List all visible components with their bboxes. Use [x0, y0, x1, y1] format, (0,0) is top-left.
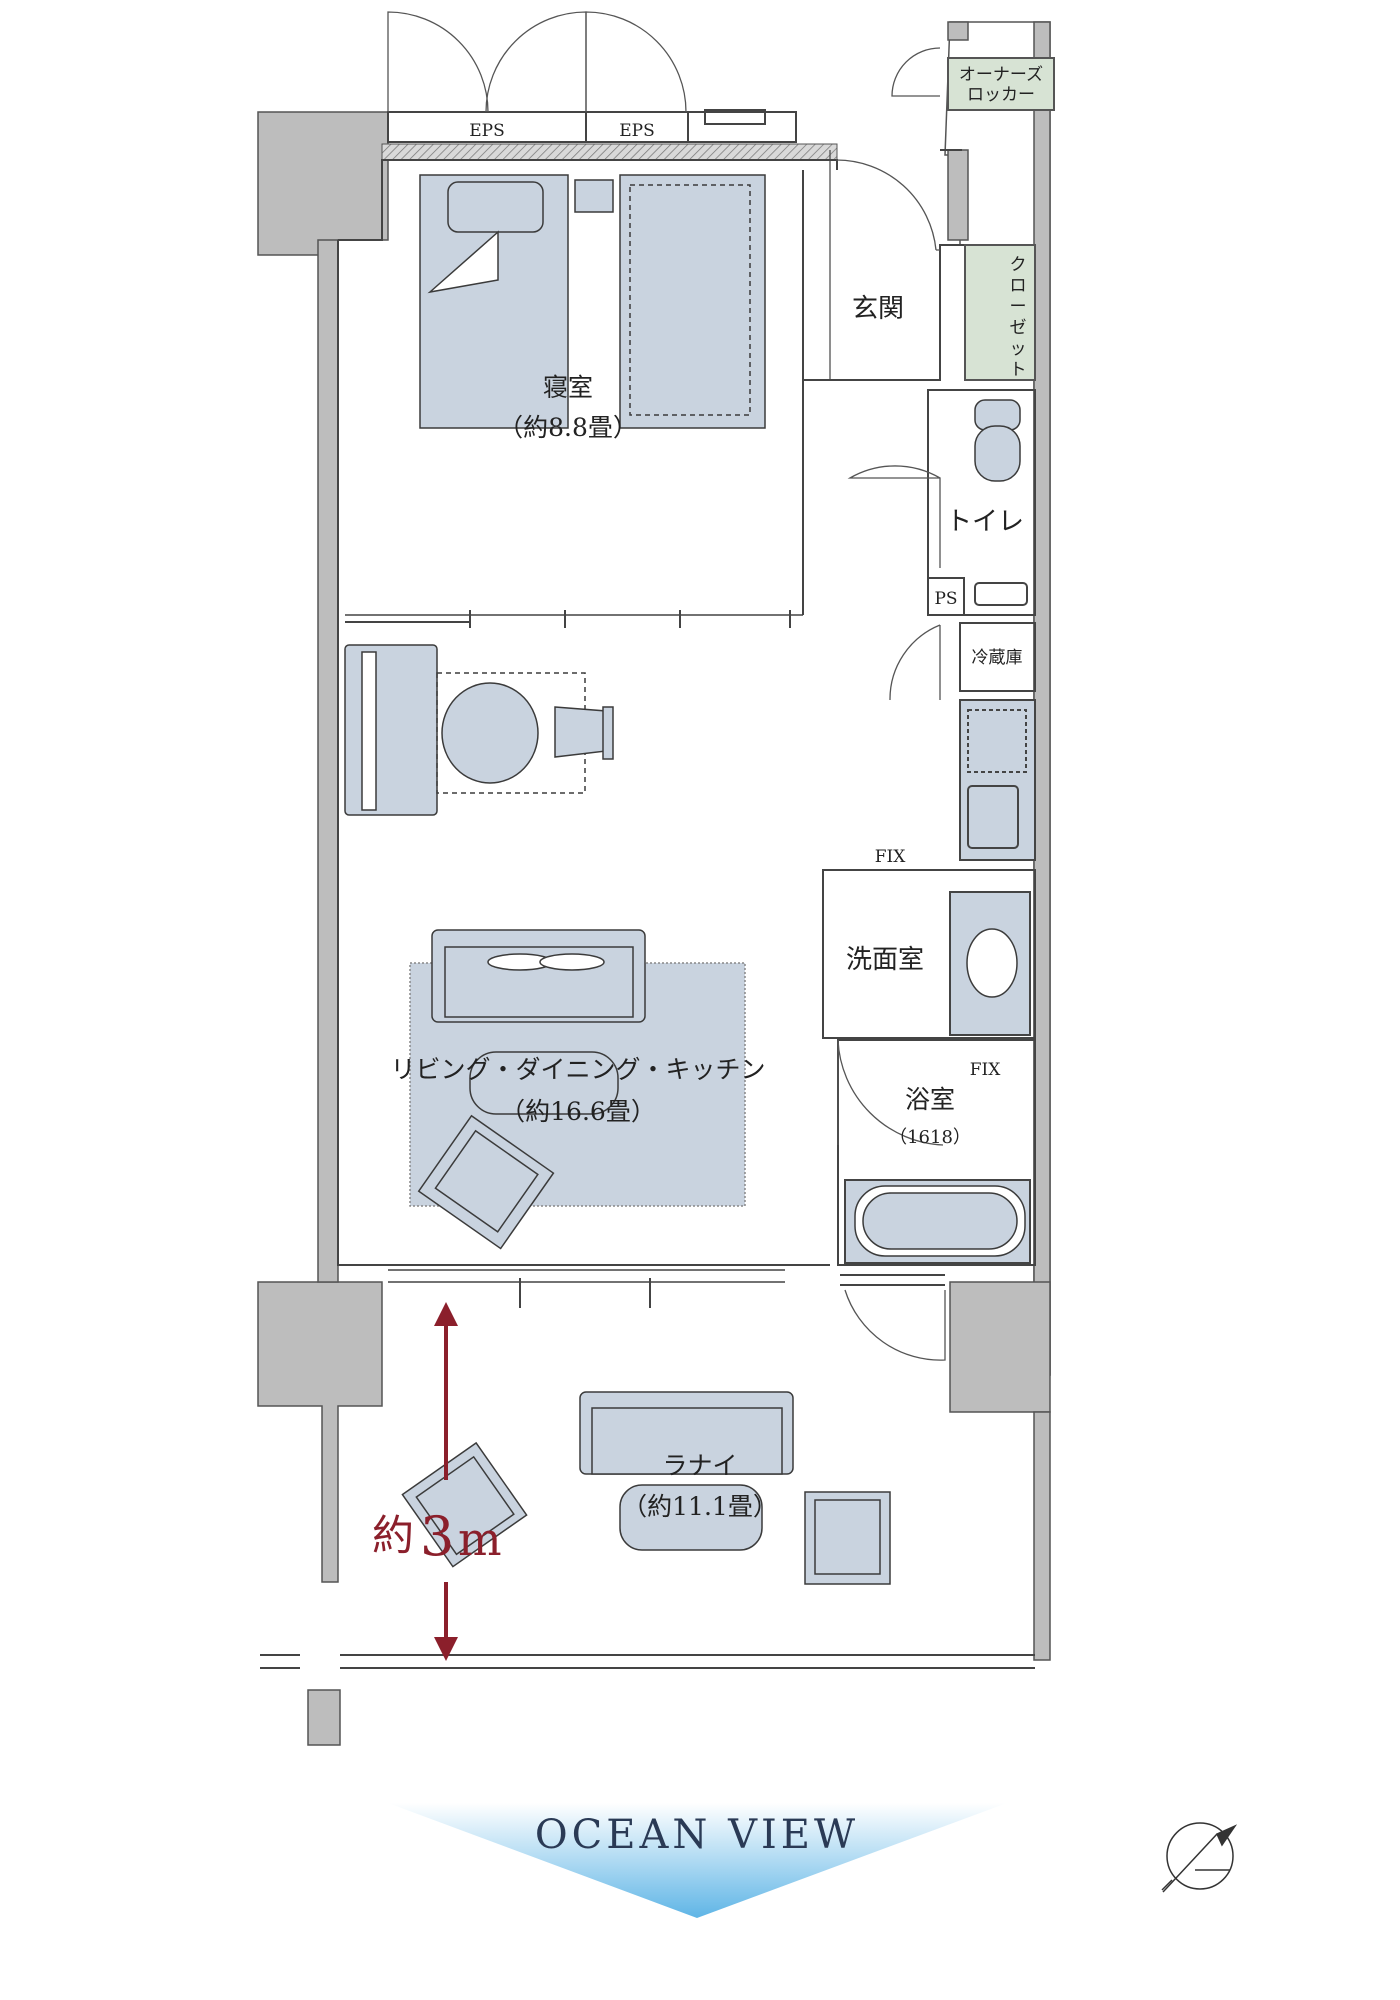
closet-char-6: ト: [1010, 360, 1027, 380]
ps-label: PS: [934, 589, 957, 609]
entrance-name: 玄関: [852, 294, 904, 324]
bedroom-name: 寝室: [543, 373, 593, 402]
fix-bath-label: FIX: [970, 1060, 1002, 1080]
fix-top-label: FIX: [875, 847, 907, 867]
armchair: [417, 1114, 555, 1250]
bed-right: [619, 174, 766, 429]
lanai-table: [619, 1484, 763, 1551]
eps-right-label: EPS: [619, 121, 655, 141]
dining-chair: [554, 706, 607, 758]
owners-locker-label-2: ロッカー: [967, 85, 1035, 105]
walls: [257, 21, 1051, 1746]
furniture: [344, 174, 1026, 1585]
fridge-label: 冷蔵庫: [972, 648, 1023, 668]
ldk-area: （約16.6畳）: [500, 1097, 656, 1126]
dimension-label: 約 3 m: [372, 1505, 502, 1568]
room-labels: 寝室 （約8.8畳） 玄関 トイレ リビング・ダイニング・キッチン （約16.6…: [390, 294, 1024, 1521]
closet-char-4: ゼ: [1010, 318, 1027, 338]
dimension-arrow: [434, 1302, 458, 1661]
bathroom-size: （1618）: [889, 1127, 971, 1148]
bench: [344, 644, 438, 816]
closet-char-2: ロ: [1010, 276, 1027, 296]
interior-outlines: [260, 57, 1055, 1669]
lanai-chair-right: [804, 1491, 891, 1585]
closet-char-3: ー: [1010, 297, 1027, 317]
door-swings: [387, 11, 946, 1361]
bathroom-name: 浴室: [905, 1085, 955, 1114]
closet-char-1: ク: [1010, 255, 1027, 275]
fixture-labels: EPS EPS オーナーズ ロッカー ク ロ ー ゼ ッ ト PS 冷蔵庫 FI…: [469, 65, 1043, 1080]
lanai-area: （約11.1畳）: [622, 1492, 778, 1521]
north-compass-icon: [1161, 1822, 1238, 1893]
lanai-chair-left: [401, 1441, 528, 1568]
toilet-name: トイレ: [946, 507, 1024, 537]
coffee-table: [469, 1051, 619, 1115]
bedroom-area: （約8.8畳）: [498, 413, 638, 442]
lanai-name: ラナイ: [662, 1451, 737, 1480]
dimension-unit: m: [458, 1512, 502, 1566]
top-wall-hatch: [381, 143, 838, 161]
ocean-view-text: OCEAN VIEW: [535, 1812, 859, 1858]
dimension-value: 3: [420, 1505, 454, 1568]
pillow-left: [447, 181, 544, 233]
dimension-prefix: 約: [372, 1511, 414, 1560]
eps-left-label: EPS: [469, 121, 505, 141]
dining-table: [441, 682, 539, 784]
washroom-name: 洗面室: [846, 945, 924, 975]
closet-char-5: ッ: [1010, 339, 1027, 359]
ldk-name: リビング・ダイニング・キッチン: [390, 1055, 765, 1084]
ocean-view-banner: [388, 1803, 1007, 1918]
owners-locker-label-1: オーナーズ: [959, 65, 1043, 85]
